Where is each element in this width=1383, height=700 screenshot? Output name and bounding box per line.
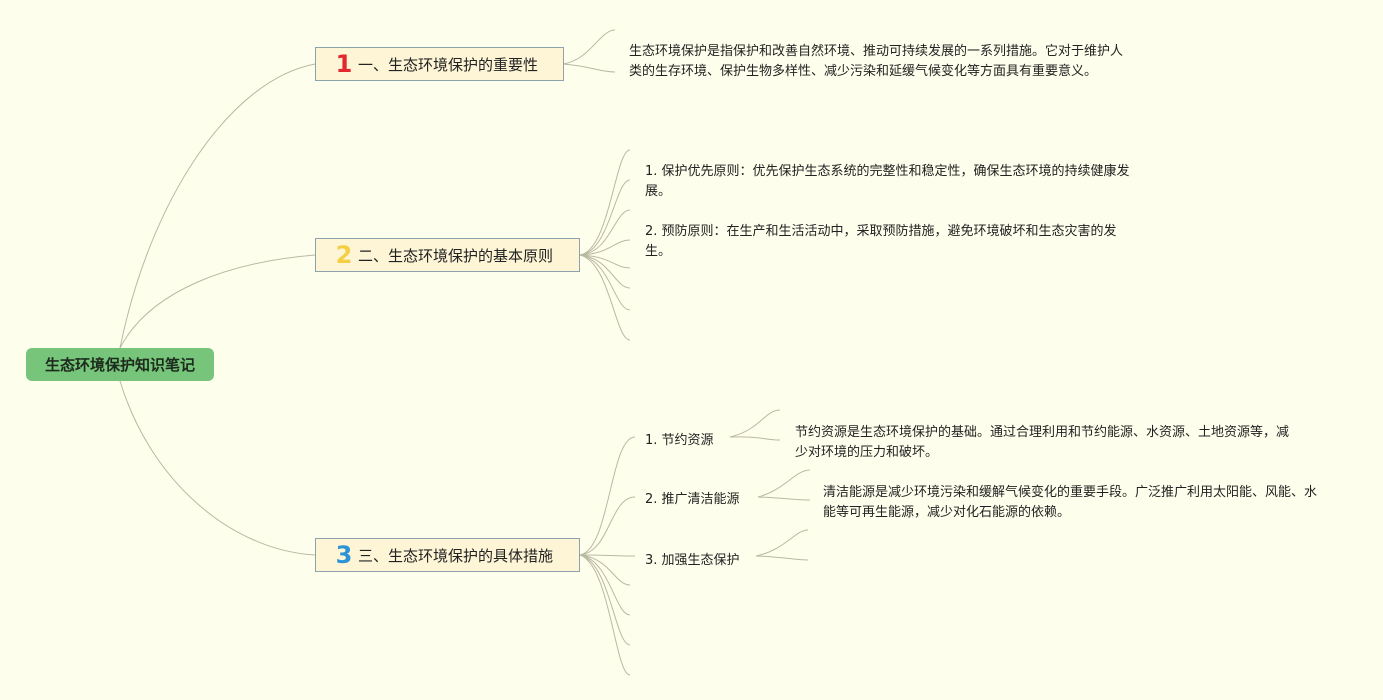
link-sub-3-branch-b [755,555,809,561]
link-topic-3-sub-3 [579,554,636,557]
link-topic-3-branch-4 [579,554,631,586]
topic-2-note-1: 1. 保护优先原则：优先保护生态系统的完整性和稳定性，确保生态环境的持续健康发展… [645,164,1130,199]
link-topic-3-branch-6 [579,554,631,646]
link-sub-1-note [729,409,781,438]
number-1-icon: 1 [335,50,353,78]
link-topic-1-note [562,29,616,65]
topic-1-note: 生态环境保护是指保护和改善自然环境、推动可持续发展的一系列措施。它对于维护人类的… [629,44,1124,79]
link-root-topic-2 [119,254,316,349]
subtopic-ecological-protection[interactable]: 3. 加强生态保护 [645,553,740,568]
link-topic-3-sub-2 [579,496,636,556]
root-label: 生态环境保护知识笔记 [44,356,195,374]
subtopic-clean-energy-note: 清洁能源是减少环境污染和缓解气候变化的重要手段。广泛推广利用太阳能、风能、水能等… [823,485,1318,520]
number-3-icon: 3 [335,541,353,569]
link-root-topic-3 [119,380,316,556]
topic-1-node[interactable]: 1 一、生态环境保护的重要性 [315,47,564,81]
root-node[interactable]: 生态环境保护知识笔记 [26,348,214,381]
link-topic-1-note-b [562,63,616,73]
subtopic-save-resources-note: 节约资源是生态环境保护的基础。通过合理利用和节约能源、水资源、土地资源等，减少对… [795,425,1290,460]
link-topic-2-branch-4 [579,239,631,256]
link-topic-2-branch-5 [579,254,631,269]
link-sub-2-note [757,469,811,498]
link-root-topic-1 [119,63,316,349]
link-sub-2-note-b [757,496,811,501]
number-2-icon: 2 [335,241,353,269]
subtopic-clean-energy[interactable]: 2. 推广清洁能源 [645,492,740,507]
link-sub-1-note-b [729,436,781,441]
link-topic-2-branch-8 [579,254,631,341]
link-topic-3-branch-5 [579,554,631,616]
topic-3-node[interactable]: 3 三、生态环境保护的具体措施 [315,538,580,572]
topic-2-note-2: 2. 预防原则：在生产和生活活动中，采取预防措施，避免环境破坏和生态灾害的发生。 [645,224,1117,259]
link-topic-2-branch-7 [579,254,631,311]
topic-2-node[interactable]: 2 二、生态环境保护的基本原则 [315,238,580,272]
topic-3-label: 三、生态环境保护的具体措施 [358,546,554,565]
link-topic-2-branch-1 [579,149,631,256]
link-topic-2-branch-6 [579,254,631,289]
link-topic-3-branch-7 [579,554,631,676]
topic-2-label: 二、生态环境保护的基本原则 [358,246,554,265]
link-topic-3-sub-1 [579,436,636,556]
subtopic-save-resources[interactable]: 1. 节约资源 [645,433,714,448]
link-topic-2-branch-3 [579,209,631,256]
topic-1-label: 一、生态环境保护的重要性 [358,55,539,74]
link-topic-2-branch-2 [579,179,631,256]
link-sub-3-branch-a [755,529,809,557]
